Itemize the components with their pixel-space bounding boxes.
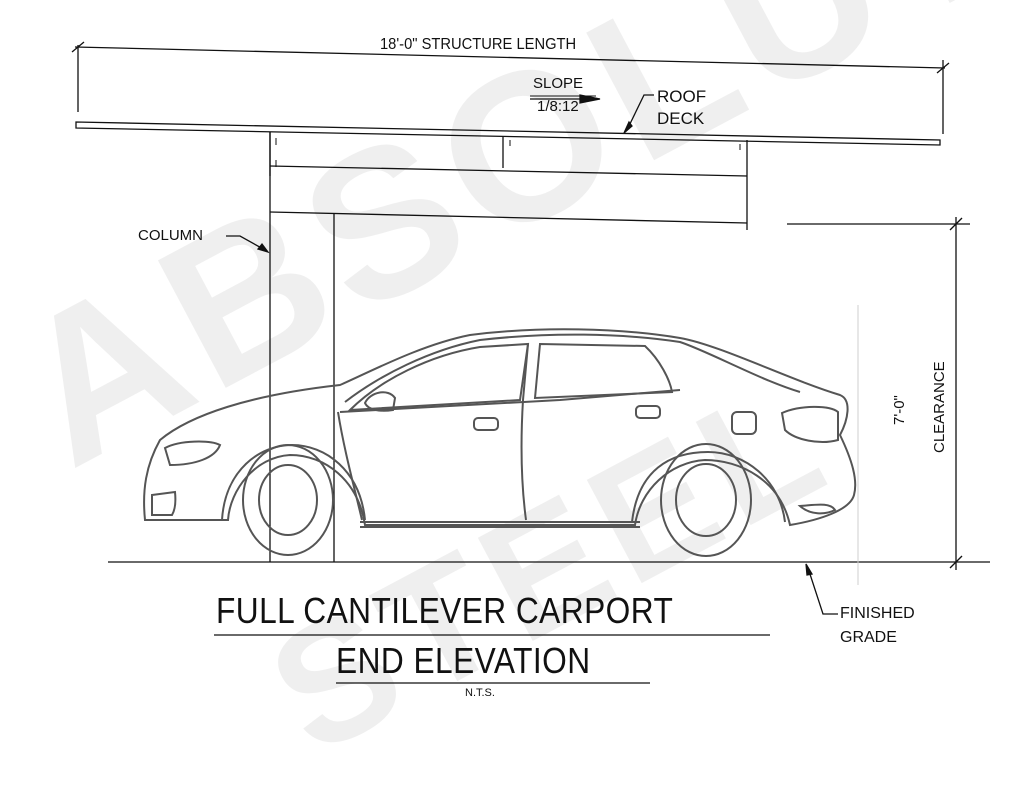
clearance-dimension	[787, 217, 970, 570]
column	[269, 132, 335, 562]
drawing-title-line2: END ELEVATION	[336, 640, 591, 681]
finished-grade-label-line2: GRADE	[840, 629, 897, 646]
finished-grade-label-line1: FINISHED	[840, 605, 915, 622]
elevation-drawing	[71, 41, 990, 684]
clearance-value: 7'-0"	[891, 395, 908, 425]
drawing-title-line1: FULL CANTILEVER CARPORT	[216, 590, 674, 631]
finished-grade-leader	[805, 563, 838, 615]
structure-length-label: 18'-0" STRUCTURE LENGTH	[380, 36, 577, 53]
roof-deck-label-line2: DECK	[657, 109, 705, 128]
purlin	[269, 132, 748, 230]
scale-note: N.T.S.	[465, 687, 495, 699]
column-label: COLUMN	[138, 227, 204, 244]
column-leader	[226, 235, 270, 254]
car-outline	[143, 328, 857, 557]
clearance-label: CLEARANCE	[931, 361, 948, 453]
structure-length-dimension	[71, 41, 950, 134]
slope-arrow-icon	[530, 94, 601, 104]
roof-deck-leader	[623, 94, 654, 134]
roof-deck	[75, 121, 941, 146]
cantilever-beam	[269, 211, 748, 224]
roof-deck-label-line1: ROOF	[657, 87, 707, 106]
slope-value: 1/8:12	[537, 98, 579, 115]
slope-label: SLOPE	[533, 75, 584, 92]
